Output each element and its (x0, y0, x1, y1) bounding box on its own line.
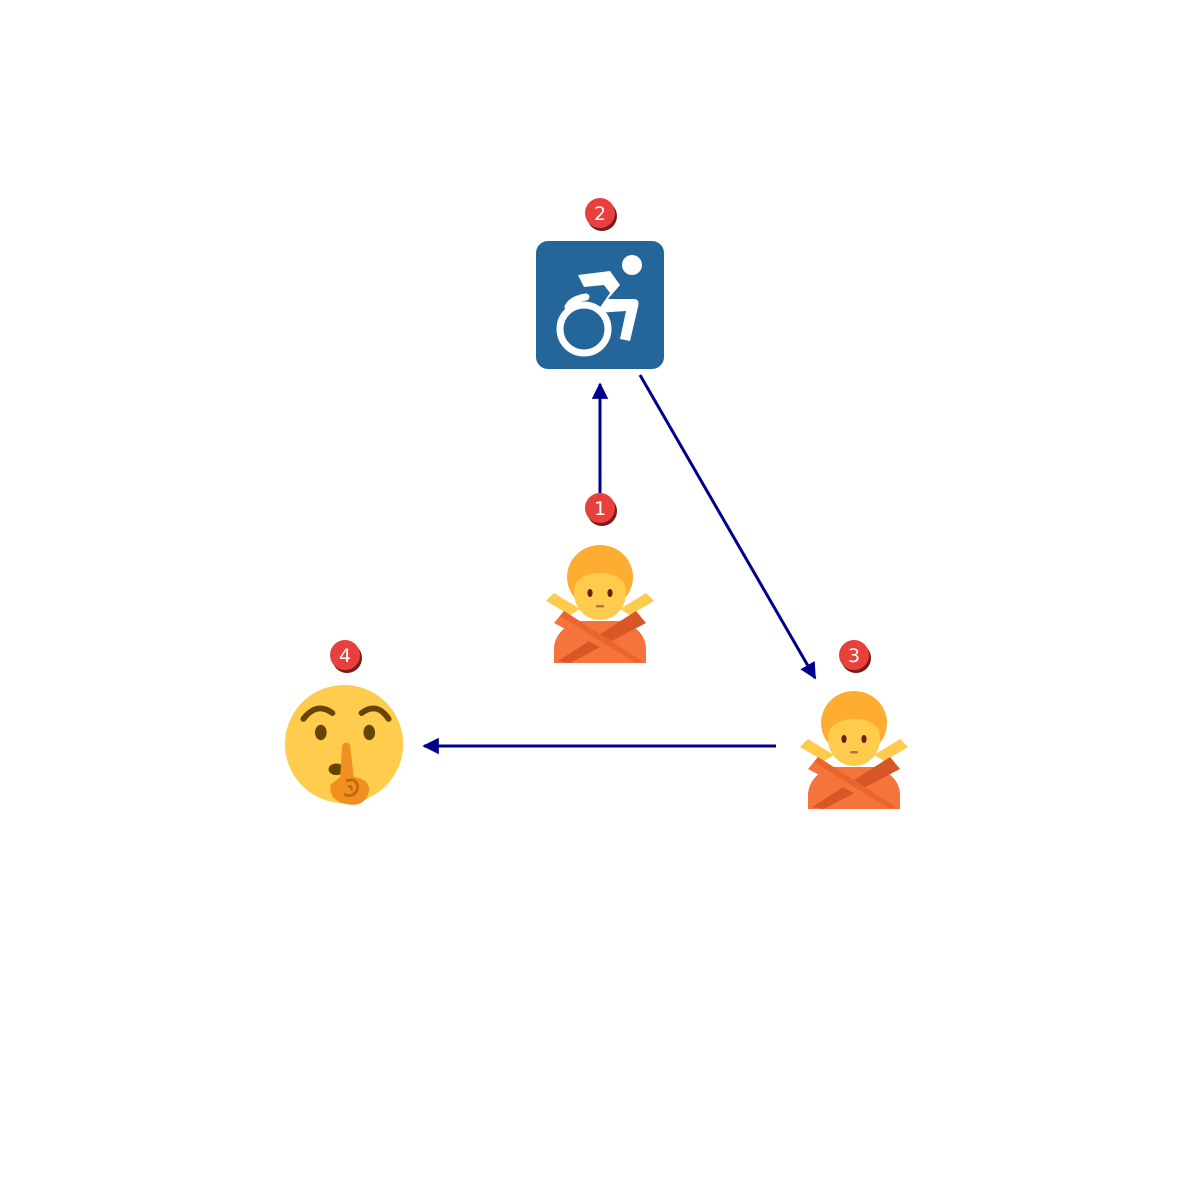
person-gesturing-no-icon (800, 691, 908, 809)
node-2[interactable]: 2 (536, 198, 664, 369)
node-badge-label: 2 (594, 203, 606, 225)
person-gesturing-no-icon (546, 545, 654, 663)
node-badge-label: 1 (594, 498, 606, 520)
node-badge (585, 198, 615, 228)
edges-layer (422, 374, 817, 755)
wheelchair-symbol-icon (536, 241, 664, 369)
edge-2-to-3 (638, 374, 817, 680)
node-3[interactable]: 3 (800, 640, 908, 809)
node-badge-label: 4 (339, 645, 351, 667)
node-1[interactable]: 1 (546, 493, 654, 663)
node-badge-label: 3 (848, 645, 860, 667)
node-4[interactable]: 4 (285, 640, 403, 805)
node-badge (330, 640, 360, 670)
node-badge (585, 493, 615, 523)
shushing-face-icon (285, 685, 403, 805)
node-badge (839, 640, 869, 670)
